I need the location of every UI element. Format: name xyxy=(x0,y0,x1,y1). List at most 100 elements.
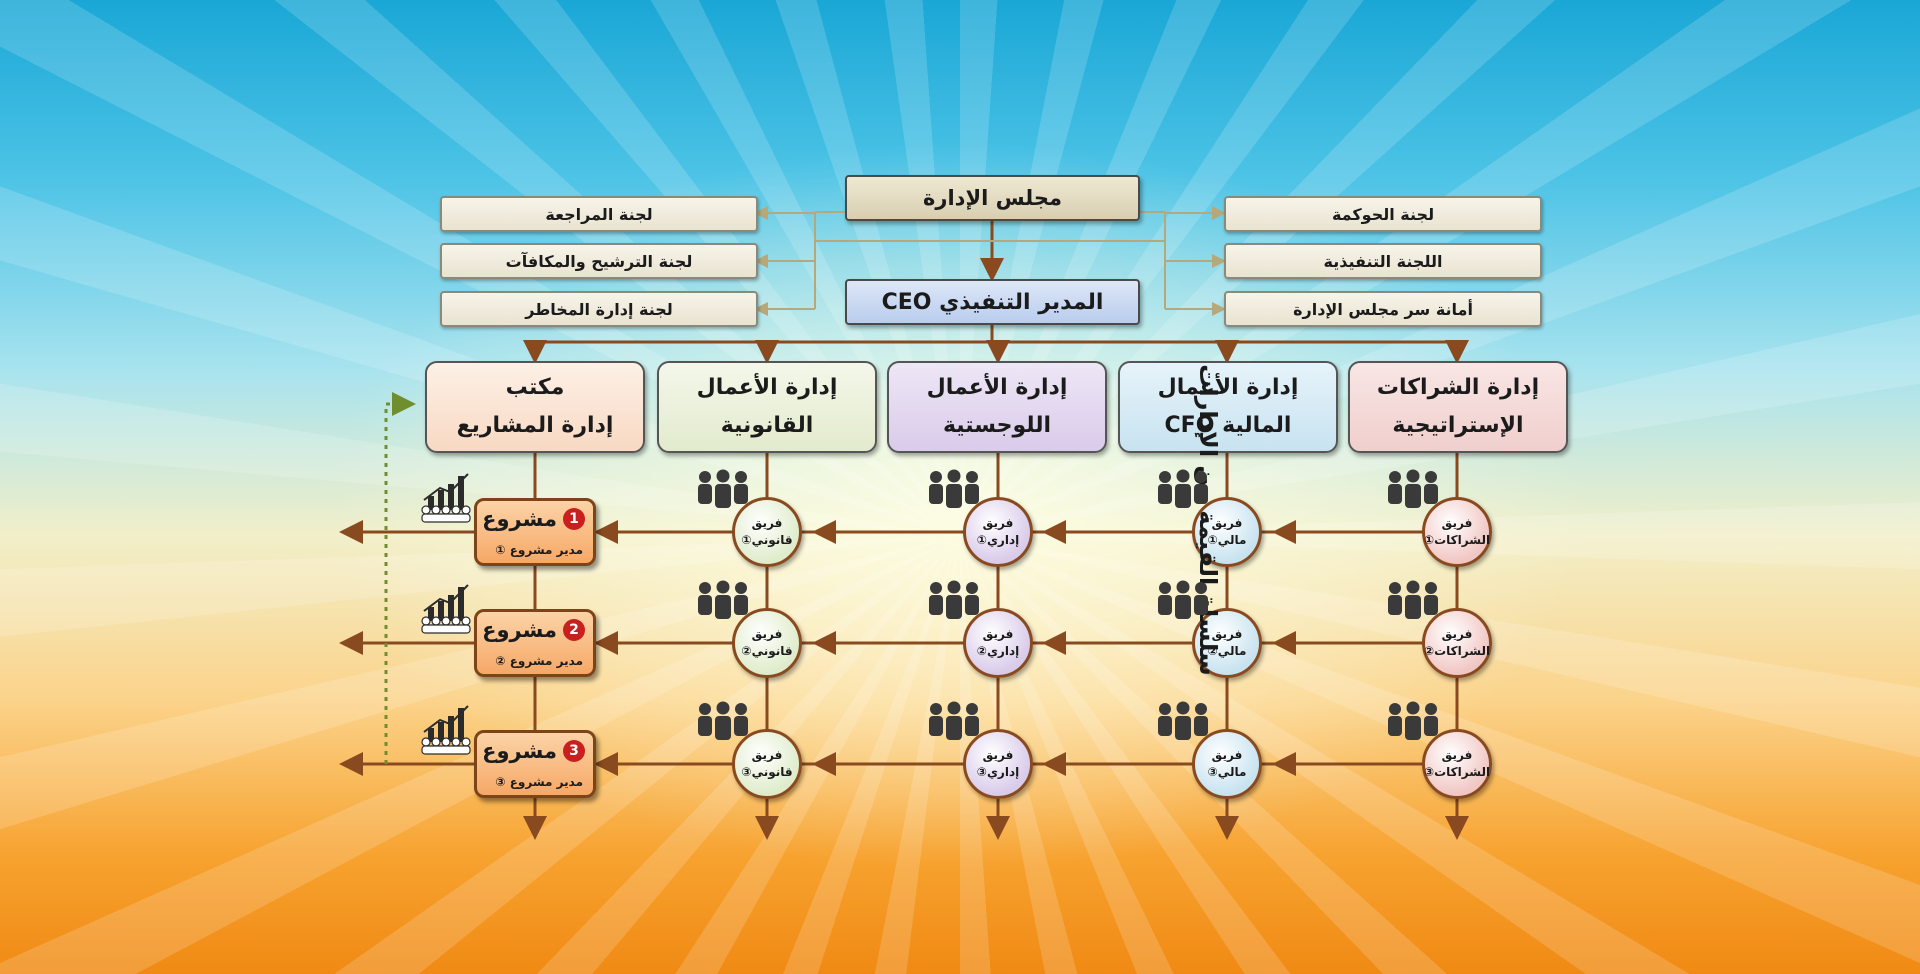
team-name: إداري③ xyxy=(977,764,1019,781)
team-number: ① xyxy=(1207,533,1218,547)
people-group-icon xyxy=(698,580,748,619)
committee-audit: لجنة المراجعة xyxy=(440,196,758,232)
project-number-badge: 1 xyxy=(563,508,585,530)
committee-board-secretary: أمانة سر مجلس الإدارة xyxy=(1224,291,1542,327)
team-circle-finance-2[interactable]: فريق مالي② xyxy=(1192,608,1262,678)
team-number: ② xyxy=(741,644,752,658)
dept-finance-line2: المالية CFO xyxy=(1164,413,1292,438)
growth-chart-icon xyxy=(421,705,471,755)
team-name: إداري① xyxy=(977,532,1019,549)
team-label: فريق xyxy=(751,516,783,530)
team-name: مالي② xyxy=(1208,643,1247,660)
dept-legal-line2: القانونية xyxy=(720,413,814,438)
team-label: فريق xyxy=(1211,627,1243,641)
team-label: فريق xyxy=(751,748,783,762)
team-number: ③ xyxy=(1423,765,1435,779)
people-group-icon xyxy=(1388,701,1438,740)
team-label: فريق xyxy=(1211,748,1243,762)
team-name-text: الشراكات xyxy=(1434,533,1491,547)
dept-pmo: مكتب إدارة المشاريع xyxy=(425,361,645,453)
people-group-icon xyxy=(1388,580,1438,619)
project-card-3[interactable]: 3 مشروع مدير مشروع ③ xyxy=(474,730,596,798)
team-name-text: إداري xyxy=(986,644,1020,658)
committee-executive: اللجنة التنفيذية xyxy=(1224,243,1542,279)
team-circle-admin-1[interactable]: فريق إداري① xyxy=(963,497,1033,567)
people-group-icon xyxy=(1388,469,1438,508)
team-name: مالي① xyxy=(1208,532,1247,549)
team-label: فريق xyxy=(1211,516,1243,530)
team-number: ② xyxy=(1207,644,1218,658)
team-name: قانوني② xyxy=(741,643,792,660)
team-circle-partnerships-2[interactable]: فريق الشراكات② xyxy=(1422,608,1492,678)
committee-risk: لجنة إدارة المخاطر xyxy=(440,291,758,327)
team-name-text: الشراكات xyxy=(1434,644,1491,658)
team-label: فريق xyxy=(1441,627,1473,641)
value-chain-text: سلسلة القيمة من الإدارات xyxy=(1193,364,1222,676)
team-circle-finance-3[interactable]: فريق مالي③ xyxy=(1192,729,1262,799)
team-number: ② xyxy=(1423,644,1435,658)
team-number: ③ xyxy=(741,765,752,779)
team-label: فريق xyxy=(982,516,1014,530)
team-name-text: قانوني xyxy=(751,644,793,658)
team-label: فريق xyxy=(751,627,783,641)
project-manager-label: مدير مشروع ③ xyxy=(495,775,583,789)
dept-partnerships: إدارة الشراكات الإستراتيجية xyxy=(1348,361,1568,453)
team-label: فريق xyxy=(982,627,1014,641)
dept-pmo-line1: مكتب xyxy=(505,375,565,400)
project-title: مشروع xyxy=(482,739,557,763)
ceo-box: المدير التنفيذي CEO xyxy=(845,279,1140,325)
team-name-text: قانوني xyxy=(751,765,793,779)
growth-chart-icon xyxy=(421,584,471,634)
team-name-text: إداري xyxy=(986,765,1020,779)
dept-logistics-line1: إدارة الأعمال xyxy=(926,375,1068,400)
team-number: ② xyxy=(976,644,987,658)
dept-pmo-line2: إدارة المشاريع xyxy=(456,413,614,438)
project-card-2[interactable]: 2 مشروع مدير مشروع ② xyxy=(474,609,596,677)
team-number: ③ xyxy=(976,765,987,779)
team-label: فريق xyxy=(1441,748,1473,762)
team-number: ① xyxy=(1423,533,1435,547)
project-number-badge: 3 xyxy=(563,740,585,762)
team-circle-finance-1[interactable]: فريق مالي① xyxy=(1192,497,1262,567)
project-manager-label: مدير مشروع ① xyxy=(495,543,583,557)
team-name-text: مالي xyxy=(1217,765,1247,779)
team-name-text: مالي xyxy=(1217,533,1247,547)
dept-logistics-line2: اللوجستية xyxy=(942,413,1052,438)
team-circle-legal-1[interactable]: فريق قانوني① xyxy=(732,497,802,567)
team-name: قانوني① xyxy=(741,532,792,549)
team-number: ① xyxy=(976,533,987,547)
team-name-text: إداري xyxy=(986,533,1020,547)
project-card-1[interactable]: 1 مشروع مدير مشروع ① xyxy=(474,498,596,566)
project-number-badge: 2 xyxy=(563,619,585,641)
project-manager-label: مدير مشروع ② xyxy=(495,654,583,668)
project-title: مشروع xyxy=(482,507,557,531)
team-name: مالي③ xyxy=(1208,764,1247,781)
committee-governance: لجنة الحوكمة xyxy=(1224,196,1542,232)
people-group-icon xyxy=(1158,701,1208,740)
dept-logistics: إدارة الأعمال اللوجستية xyxy=(887,361,1107,453)
team-name-text: الشراكات xyxy=(1434,765,1491,779)
people-group-icon xyxy=(929,580,979,619)
team-circle-partnerships-3[interactable]: فريق الشراكات③ xyxy=(1422,729,1492,799)
project-title: مشروع xyxy=(482,618,557,642)
team-name: الشراكات③ xyxy=(1424,764,1490,781)
team-number: ③ xyxy=(1207,765,1218,779)
people-group-icon xyxy=(698,469,748,508)
committee-nomination: لجنة الترشيح والمكافآت xyxy=(440,243,758,279)
team-name-text: مالي xyxy=(1217,644,1247,658)
dept-legal: إدارة الأعمال القانونية xyxy=(657,361,877,453)
dept-finance: إدارة الأعمال المالية CFO xyxy=(1118,361,1338,453)
people-group-icon xyxy=(929,469,979,508)
team-circle-admin-2[interactable]: فريق إداري② xyxy=(963,608,1033,678)
team-name: قانوني③ xyxy=(741,764,792,781)
team-name: الشراكات① xyxy=(1424,532,1490,549)
people-group-icon xyxy=(698,701,748,740)
dept-partnerships-line2: الإستراتيجية xyxy=(1392,413,1524,438)
team-name-text: قانوني xyxy=(751,533,793,547)
dept-finance-line1: إدارة الأعمال xyxy=(1157,375,1299,400)
people-group-icon xyxy=(929,701,979,740)
team-circle-legal-2[interactable]: فريق قانوني② xyxy=(732,608,802,678)
team-circle-legal-3[interactable]: فريق قانوني③ xyxy=(732,729,802,799)
